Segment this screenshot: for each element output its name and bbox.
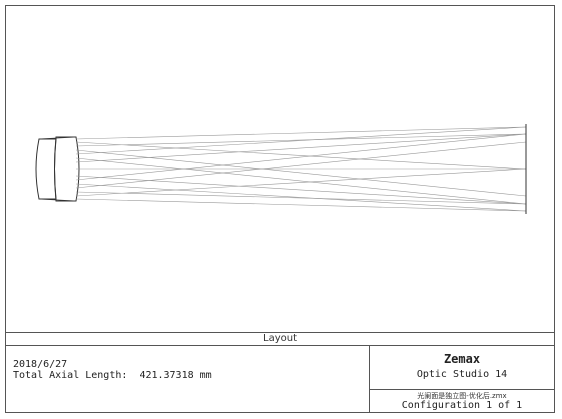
file-info-block: 光阑面是独立图-优化后.zmx Configuration 1 of 1 — [370, 390, 554, 412]
plot-date: 2018/6/27 — [13, 359, 68, 370]
configuration-label: Configuration 1 of 1 — [401, 400, 523, 411]
ray — [75, 141, 527, 189]
axial-length-value: 421.37318 mm — [139, 370, 212, 381]
brand-panel: Zemax Optic Studio 14 光阑面是独立图-优化后.zmx Co… — [370, 346, 554, 412]
brand-name: Zemax — [443, 352, 481, 366]
ray — [75, 141, 527, 170]
lens-group — [35, 136, 80, 202]
product-name: Optic Studio 14 — [416, 369, 508, 380]
lens-edge-top — [38, 136, 77, 140]
ray — [75, 198, 527, 212]
ray — [75, 133, 527, 163]
ray — [75, 149, 527, 197]
layout-plot-area — [6, 6, 554, 332]
ray — [75, 126, 527, 140]
ray — [75, 133, 527, 181]
axial-length-label: Total Axial Length: — [13, 370, 128, 381]
ray — [75, 157, 527, 205]
brand-block: Zemax Optic Studio 14 — [370, 346, 554, 390]
lens-element-1 — [35, 138, 57, 200]
ray — [75, 133, 527, 147]
file-name: 光阑面是独立图-优化后.zmx — [417, 392, 507, 400]
ray — [75, 168, 527, 197]
ray — [75, 183, 527, 212]
plot-title-bar: Layout — [6, 332, 554, 346]
lens-edge-bottom — [38, 198, 77, 202]
ray-fan — [75, 126, 527, 212]
system-info-panel: 2018/6/27 Total Axial Length: 421.37318 … — [6, 346, 370, 412]
ray — [75, 191, 527, 205]
ray — [75, 126, 527, 155]
layout-window: Layout 2018/6/27 Total Axial Length: 421… — [5, 5, 555, 413]
total-axial-length: Total Axial Length: 421.37318 mm — [13, 370, 212, 381]
ray — [75, 175, 527, 205]
lens-element-2 — [54, 136, 80, 202]
optical-layout-drawing — [35, 124, 527, 214]
plot-title: Layout — [263, 333, 297, 344]
